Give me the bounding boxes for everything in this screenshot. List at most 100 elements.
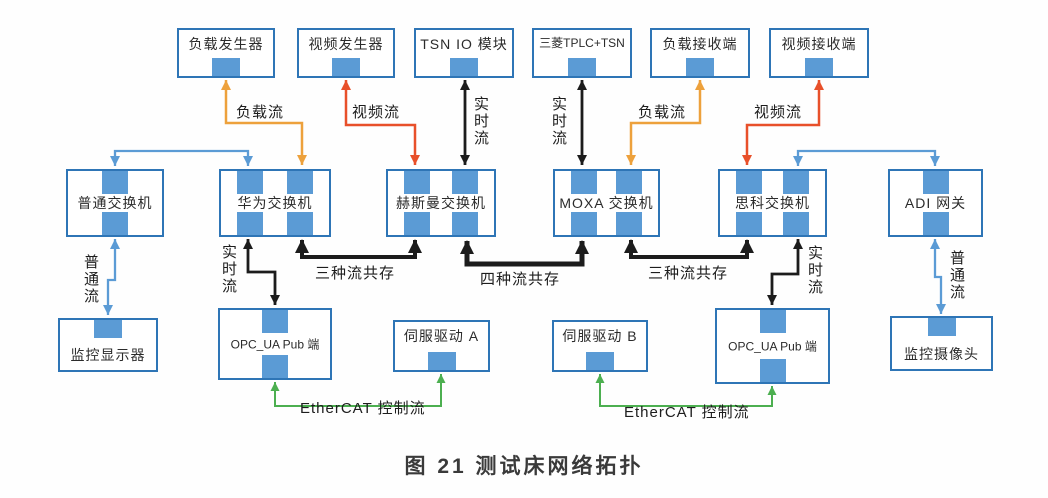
flow-line-video-left <box>341 80 420 165</box>
ethernet-port <box>783 171 809 194</box>
ethernet-port <box>287 171 313 194</box>
node-label: 华为交换机 <box>237 195 313 211</box>
node-opc-ua-pub-left: OPC_UA Pub 端 <box>218 308 332 380</box>
ethernet-port <box>427 352 456 370</box>
flow-label-coexist3-left: 三种流共存 <box>315 265 396 282</box>
flow-line-coexist3-left <box>295 239 422 259</box>
flow-label-load-right: 负载流 <box>638 104 687 121</box>
ethernet-port <box>759 310 786 333</box>
node-label: 普通交换机 <box>77 195 153 211</box>
flow-label-video-left: 视频流 <box>352 104 401 121</box>
flow-label-ethercat-right: EtherCAT 控制流 <box>624 404 750 421</box>
node-label: OPC_UA Pub 端 <box>230 337 320 352</box>
node-hirschmann-switch: 赫斯曼交换机 <box>386 169 496 237</box>
ethernet-port <box>404 171 430 194</box>
ethernet-port <box>237 212 263 235</box>
node-monitor-display: 监控显示器 <box>58 318 158 372</box>
node-load-receiver: 负载接收端 <box>650 28 750 78</box>
ethernet-port <box>262 310 288 333</box>
node-label: MOXA 交换机 <box>559 195 654 211</box>
node-servo-drive-b: 伺服驱动 B <box>552 320 648 372</box>
node-label: 监控显示器 <box>70 347 146 363</box>
flow-line-realtime-huawei-opc <box>243 239 280 305</box>
flow-label-realtime-tsn: 实时流 <box>472 96 489 147</box>
flow-label-realtime-mitsubishi: 实时流 <box>550 96 567 147</box>
ethernet-port <box>102 171 128 194</box>
figure-caption: 图 21 测试床网络拓扑 <box>404 455 644 478</box>
ethernet-port <box>568 58 596 76</box>
ethernet-port <box>927 318 956 336</box>
flow-label-normal-right: 普通流 <box>948 250 965 301</box>
node-label: OPC_UA Pub 端 <box>728 339 817 354</box>
node-label: 视频发生器 <box>308 36 384 52</box>
flow-label-realtime-huawei: 实时流 <box>220 244 237 295</box>
node-label: 赫斯曼交换机 <box>396 195 486 211</box>
flow-label-ethercat-left: EtherCAT 控制流 <box>300 400 426 417</box>
flow-label-coexist4: 四种流共存 <box>480 271 561 288</box>
flow-label-normal-left: 普通流 <box>82 254 99 305</box>
ethernet-port <box>102 212 128 235</box>
node-label: 负载接收端 <box>662 36 738 52</box>
ethernet-port <box>287 212 313 235</box>
ethernet-port <box>452 171 478 194</box>
flow-line-load-left <box>221 80 307 165</box>
ethernet-port <box>94 320 122 338</box>
flow-label-video-right: 视频流 <box>754 104 803 121</box>
node-tsn-io-module: TSN IO 模块 <box>414 28 514 78</box>
ethernet-port <box>571 171 597 194</box>
node-camera: 监控摄像头 <box>890 316 993 371</box>
ethernet-port <box>212 58 240 76</box>
node-label: 伺服驱动 B <box>562 328 638 344</box>
ethernet-port <box>616 212 642 235</box>
flow-line-video-right <box>742 80 824 165</box>
ethernet-port <box>805 58 833 76</box>
node-label: 视频接收端 <box>781 36 857 52</box>
node-label: TSN IO 模块 <box>420 36 508 52</box>
ethernet-port <box>922 212 949 235</box>
node-opc-ua-pub-right: OPC_UA Pub 端 <box>715 308 830 384</box>
node-label: 监控摄像头 <box>904 346 979 362</box>
flow-line-normal-down-left <box>103 239 120 315</box>
ethernet-port <box>262 355 288 378</box>
ethernet-port <box>452 212 478 235</box>
flow-line-coexist4 <box>460 240 589 267</box>
node-label: 思科交换机 <box>735 195 810 211</box>
node-mitsubishi-plc: 三菱TPLC+TSN <box>532 28 632 78</box>
node-cisco-switch: 思科交换机 <box>718 169 827 237</box>
ethernet-port <box>736 212 762 235</box>
flow-label-realtime-cisco: 实时流 <box>806 245 823 296</box>
node-video-receiver: 视频接收端 <box>769 28 869 78</box>
node-label: 伺服驱动 A <box>403 328 480 344</box>
node-adi-gateway: ADI 网关 <box>888 169 983 237</box>
ethernet-port <box>922 171 949 194</box>
ethernet-port <box>237 171 263 194</box>
ethernet-port <box>736 171 762 194</box>
flow-label-load-left: 负载流 <box>236 104 285 121</box>
flow-line-load-right <box>626 80 705 165</box>
node-moxa-switch: MOXA 交换机 <box>553 169 660 237</box>
flow-line-normal-down-right <box>930 239 946 314</box>
ethernet-port <box>759 359 786 382</box>
ethernet-port <box>450 58 478 76</box>
node-label: 三菱TPLC+TSN <box>539 36 625 50</box>
ethernet-port <box>332 58 360 76</box>
node-load-generator: 负载发生器 <box>177 28 275 78</box>
ethernet-port <box>586 352 614 370</box>
ethernet-port <box>686 58 714 76</box>
flow-line-normal-top-left <box>110 149 253 166</box>
node-servo-drive-a: 伺服驱动 A <box>393 320 490 372</box>
flow-label-coexist3-right: 三种流共存 <box>648 265 729 282</box>
node-label: ADI 网关 <box>904 195 967 211</box>
flow-line-coexist3-right <box>624 239 754 259</box>
ethernet-port <box>783 212 809 235</box>
flow-line-realtime-cisco-opc <box>767 239 803 305</box>
ethernet-port <box>616 171 642 194</box>
node-label: 负载发生器 <box>188 36 264 52</box>
flow-line-normal-top-right <box>793 149 940 166</box>
ethernet-port <box>404 212 430 235</box>
node-huawei-switch: 华为交换机 <box>219 169 331 237</box>
ethernet-port <box>571 212 597 235</box>
node-normal-switch: 普通交换机 <box>66 169 164 237</box>
